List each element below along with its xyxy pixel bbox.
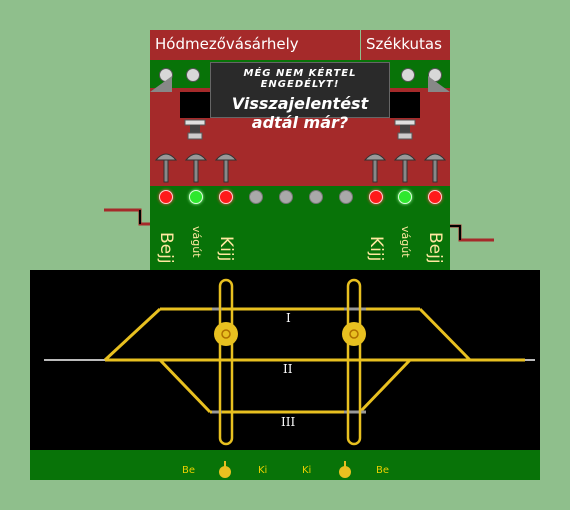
left-line-connector xyxy=(104,208,150,226)
lamp-left-exit xyxy=(219,190,233,204)
left-corner-marker xyxy=(150,76,172,92)
right-signal-post xyxy=(346,278,362,446)
lamp-left-entry xyxy=(159,190,173,204)
lamp-right-track xyxy=(398,190,412,204)
track-label-3: III xyxy=(281,415,296,429)
warning-banner: MÉG NEM KÉRTEL ENGEDÉLYT! Visszajelentés… xyxy=(210,62,390,132)
label-left-exit: Kijj xyxy=(216,236,236,262)
right-knob-icon[interactable] xyxy=(338,461,352,479)
label-right-exit: Kijj xyxy=(366,236,386,262)
right-entry-button[interactable] xyxy=(423,148,447,184)
lamp-right-exit xyxy=(369,190,383,204)
left-entry-button[interactable] xyxy=(154,148,178,184)
track-diagram: I II III xyxy=(30,270,540,450)
right-exit-button[interactable] xyxy=(363,148,387,184)
right-corner-marker xyxy=(428,76,450,92)
track-layout xyxy=(44,278,535,446)
left-signal-knob[interactable] xyxy=(214,322,238,346)
left-track-button[interactable] xyxy=(184,148,208,184)
right-indicator-lamp-1[interactable] xyxy=(401,68,415,82)
right-buffer-stop-icon xyxy=(394,119,416,140)
lamp-left-track xyxy=(189,190,203,204)
lamp-center-4 xyxy=(339,190,353,204)
left-signal-post xyxy=(218,278,234,446)
label-right-entry: Bejj xyxy=(425,232,445,264)
footer-be-right: Be xyxy=(376,465,390,476)
station-right-name: Székkutas xyxy=(361,30,450,60)
lamp-right-entry xyxy=(428,190,442,204)
left-signal-housing xyxy=(180,92,210,118)
track-label-1: I xyxy=(286,311,291,325)
left-buffer-stop-icon xyxy=(184,119,206,140)
right-line-connector xyxy=(450,224,494,242)
label-left-track: vágút xyxy=(190,226,203,258)
right-track-button[interactable] xyxy=(393,148,417,184)
station-left-name: Hódmezővásárhely xyxy=(150,30,360,60)
lamp-center-2 xyxy=(279,190,293,204)
footer-panel xyxy=(30,450,540,480)
banner-line2: Visszajelentést adtál már? xyxy=(231,94,369,132)
banner-line1: MÉG NEM KÉRTEL ENGEDÉLYT! xyxy=(243,68,357,90)
lamp-center-3 xyxy=(309,190,323,204)
footer-ki-right: Ki xyxy=(302,465,312,476)
right-signal-knob[interactable] xyxy=(342,322,366,346)
track-label-2: II xyxy=(283,362,293,376)
left-indicator-lamp-2[interactable] xyxy=(186,68,200,82)
left-exit-button[interactable] xyxy=(214,148,238,184)
left-knob-icon[interactable] xyxy=(218,461,232,479)
label-right-track: vágút xyxy=(399,226,412,258)
right-signal-housing xyxy=(390,92,420,118)
lamp-center-1 xyxy=(249,190,263,204)
label-left-entry: Bejj xyxy=(156,232,176,264)
footer-ki-left: Ki xyxy=(258,465,268,476)
footer-be-left: Be xyxy=(182,465,196,476)
